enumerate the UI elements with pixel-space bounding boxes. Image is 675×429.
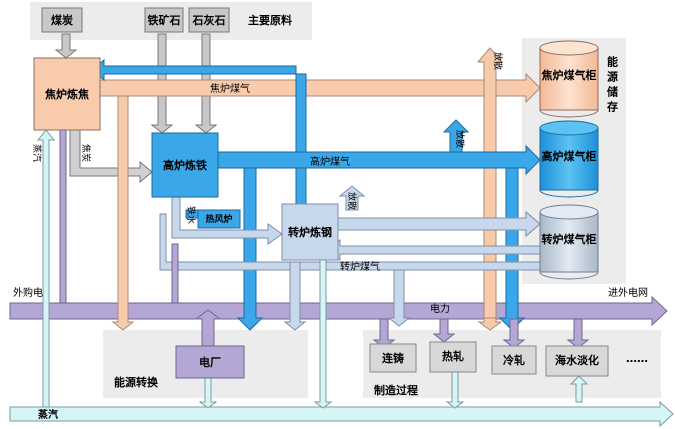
power-bf-line — [171, 243, 179, 304]
power-desal-line — [566, 318, 590, 349]
coke-gas-branch — [111, 95, 135, 331]
converter-gas-main — [337, 210, 541, 238]
coke-gas-main — [99, 72, 541, 104]
raw-coal-label: 煤炭 — [51, 13, 73, 27]
coke-gas-label: 焦炉煤气 — [210, 82, 250, 95]
steam-hot-rolling — [445, 371, 465, 409]
converter-gas-label: 转炉煤气 — [340, 260, 380, 273]
power-cold-line — [502, 318, 526, 349]
coal-box — [41, 7, 83, 33]
ore-box — [144, 7, 184, 33]
release-label-1: 放散 — [492, 52, 504, 70]
coke-gas-holder — [539, 40, 599, 118]
raw-limestone-label: 石灰石 — [192, 13, 226, 27]
steam-bar — [9, 400, 674, 428]
molten-iron-label: 铁水 — [185, 206, 197, 224]
molten-iron-arrow — [171, 171, 283, 245]
hot-blast-stove-label: 热风炉 — [205, 213, 232, 225]
blast-gas-branch — [236, 167, 264, 331]
hot-rolling-label: 热轧 — [442, 349, 464, 363]
power-plant-label: 电厂 — [199, 355, 221, 369]
coke-gas-holder-label: 焦炉煤气柜 — [541, 68, 597, 82]
casting-label: 连铸 — [382, 351, 404, 365]
cold-rolling-label: 冷轧 — [503, 353, 525, 367]
coke-vertical-label: 焦炭 — [80, 144, 92, 162]
power-hot-line — [432, 318, 456, 343]
conversion-title: 能源转换 — [114, 375, 159, 389]
power-label: 电力 — [430, 302, 450, 315]
steam-up-line — [36, 129, 56, 408]
casting-box — [369, 343, 417, 373]
manufacturing-title: 制造过程 — [374, 383, 418, 397]
converter-gas-release — [338, 185, 366, 211]
converter-gas-to-mfg — [387, 269, 411, 327]
blast-furnace-box — [151, 132, 219, 198]
converter-gas-to-conversion — [283, 261, 307, 331]
power-bar — [9, 295, 668, 327]
coke-arrow — [69, 129, 153, 184]
blast-gas-holder — [539, 120, 599, 198]
release-label-2: 放散 — [454, 130, 466, 148]
converter-gas-holder — [539, 204, 599, 280]
hot-blast-stove-box — [197, 209, 241, 229]
converter-box — [281, 203, 339, 261]
blast-furnace-label: 高炉炼铁 — [163, 158, 207, 172]
steam-converter-line — [313, 259, 333, 409]
steam-desal — [569, 375, 589, 403]
more-processes-label: …… — [626, 352, 648, 365]
blast-gas-release — [442, 119, 470, 153]
raw-ore-label: 铁矿石 — [148, 13, 181, 27]
power-plant-box — [175, 345, 245, 379]
steam-vertical-label: 蒸汽 — [31, 144, 43, 162]
storage-title: 能源储存 — [606, 55, 619, 116]
desalination-box — [545, 345, 609, 377]
coal-arrow — [54, 33, 78, 59]
limestone-box — [188, 7, 230, 33]
converter-gas-holder-label: 转炉煤气柜 — [542, 232, 597, 246]
coke-gas-release — [476, 47, 504, 327]
steam-label: 蒸汽 — [38, 408, 58, 421]
cold-rolling-box — [491, 345, 537, 375]
release-label-3: 放散 — [346, 192, 358, 210]
steam-plant-line — [198, 377, 218, 409]
coking-label: 焦炉炼焦 — [44, 87, 89, 101]
to-grid-label: 进外电网 — [608, 286, 648, 299]
blast-gas-main — [217, 144, 541, 176]
raw-materials-title: 主要原料 — [248, 13, 292, 27]
blast-gas-label: 高炉煤气 — [310, 155, 350, 168]
hot-rolling-box — [429, 341, 477, 373]
converter-label: 转炉炼钢 — [288, 225, 332, 239]
coke-gas-to-mfg — [477, 317, 503, 331]
desalination-label: 海水淡化 — [555, 353, 599, 367]
power-coking-line — [59, 129, 67, 304]
coking-box — [33, 57, 101, 131]
blast-gas-holder-label: 高炉煤气柜 — [542, 149, 597, 163]
purchased-power-label: 外购电 — [13, 286, 43, 299]
